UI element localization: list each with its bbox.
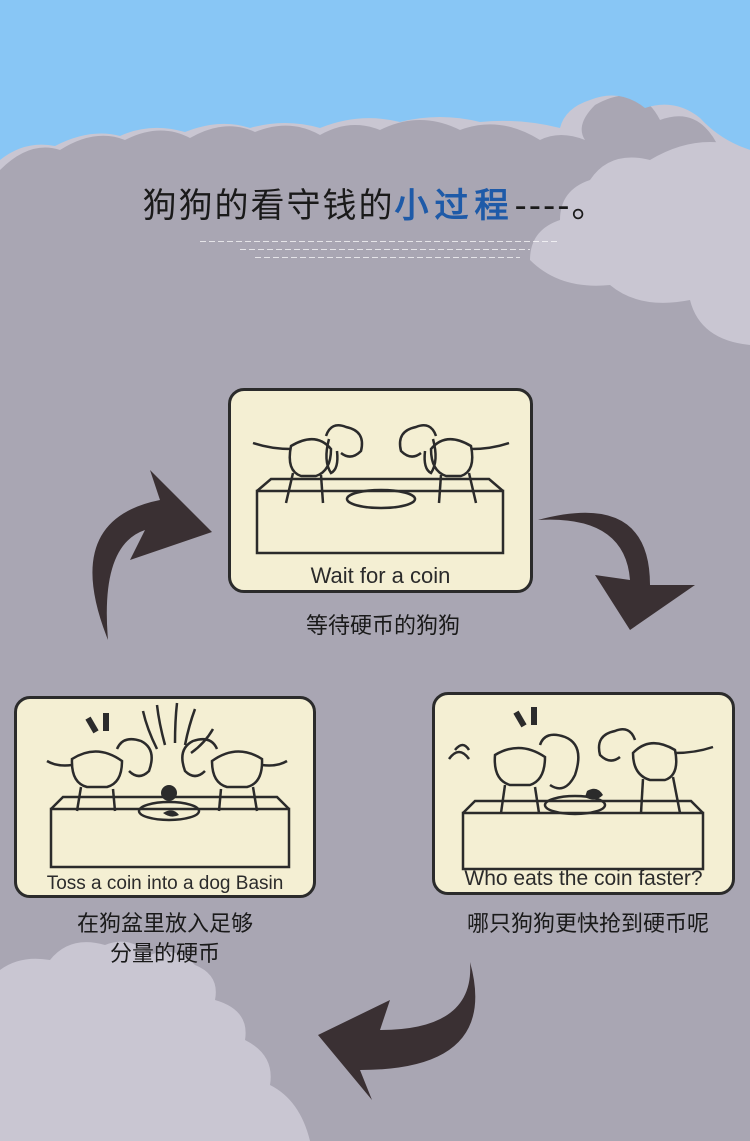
decorative-subtitle-line — [200, 241, 560, 242]
hand-tossing-coin-illustration — [46, 702, 291, 869]
arrow-bottom-left — [318, 962, 476, 1100]
arrow-right-down — [538, 512, 695, 630]
step-label-wait: Wait for a coin — [310, 563, 451, 588]
title-suffix: ----。 — [514, 186, 608, 226]
decorative-subtitle-line — [255, 257, 520, 258]
step-label-compete: Who eats the coin faster? — [464, 867, 703, 890]
step-panel-compete: Who eats the coin faster? — [432, 692, 735, 895]
step-panel-toss: Toss a coin into a dog Basin — [14, 696, 316, 898]
caption-compete: 哪只狗狗更快抢到硬币呢 — [466, 912, 709, 937]
sky — [0, 0, 750, 160]
caption-wait: 等待硬币的狗狗 — [305, 614, 460, 639]
title-highlight: 小过程 — [394, 186, 515, 226]
dogs-waiting-illustration — [252, 424, 510, 555]
caption-toss-line1: 在狗盆里放入足够 — [76, 912, 253, 937]
decorative-subtitle-line — [240, 249, 530, 250]
dogs-competing-illustration — [447, 707, 714, 871]
title-main: 狗狗的看守钱的 — [142, 186, 395, 226]
arrow-left-up — [92, 470, 212, 640]
step-panel-wait: Wait for a coin — [228, 388, 533, 593]
step-label-toss: Toss a coin into a dog Basin — [46, 873, 284, 894]
right-cloud — [530, 142, 750, 345]
caption-toss: 在狗盆里放入足够 分量的硬币 — [14, 910, 316, 970]
caption-toss-line2: 分量的硬币 — [109, 942, 220, 967]
bottom-cloud — [0, 941, 310, 1141]
page-title: 狗狗的看守钱的小过程----。 — [0, 178, 750, 227]
